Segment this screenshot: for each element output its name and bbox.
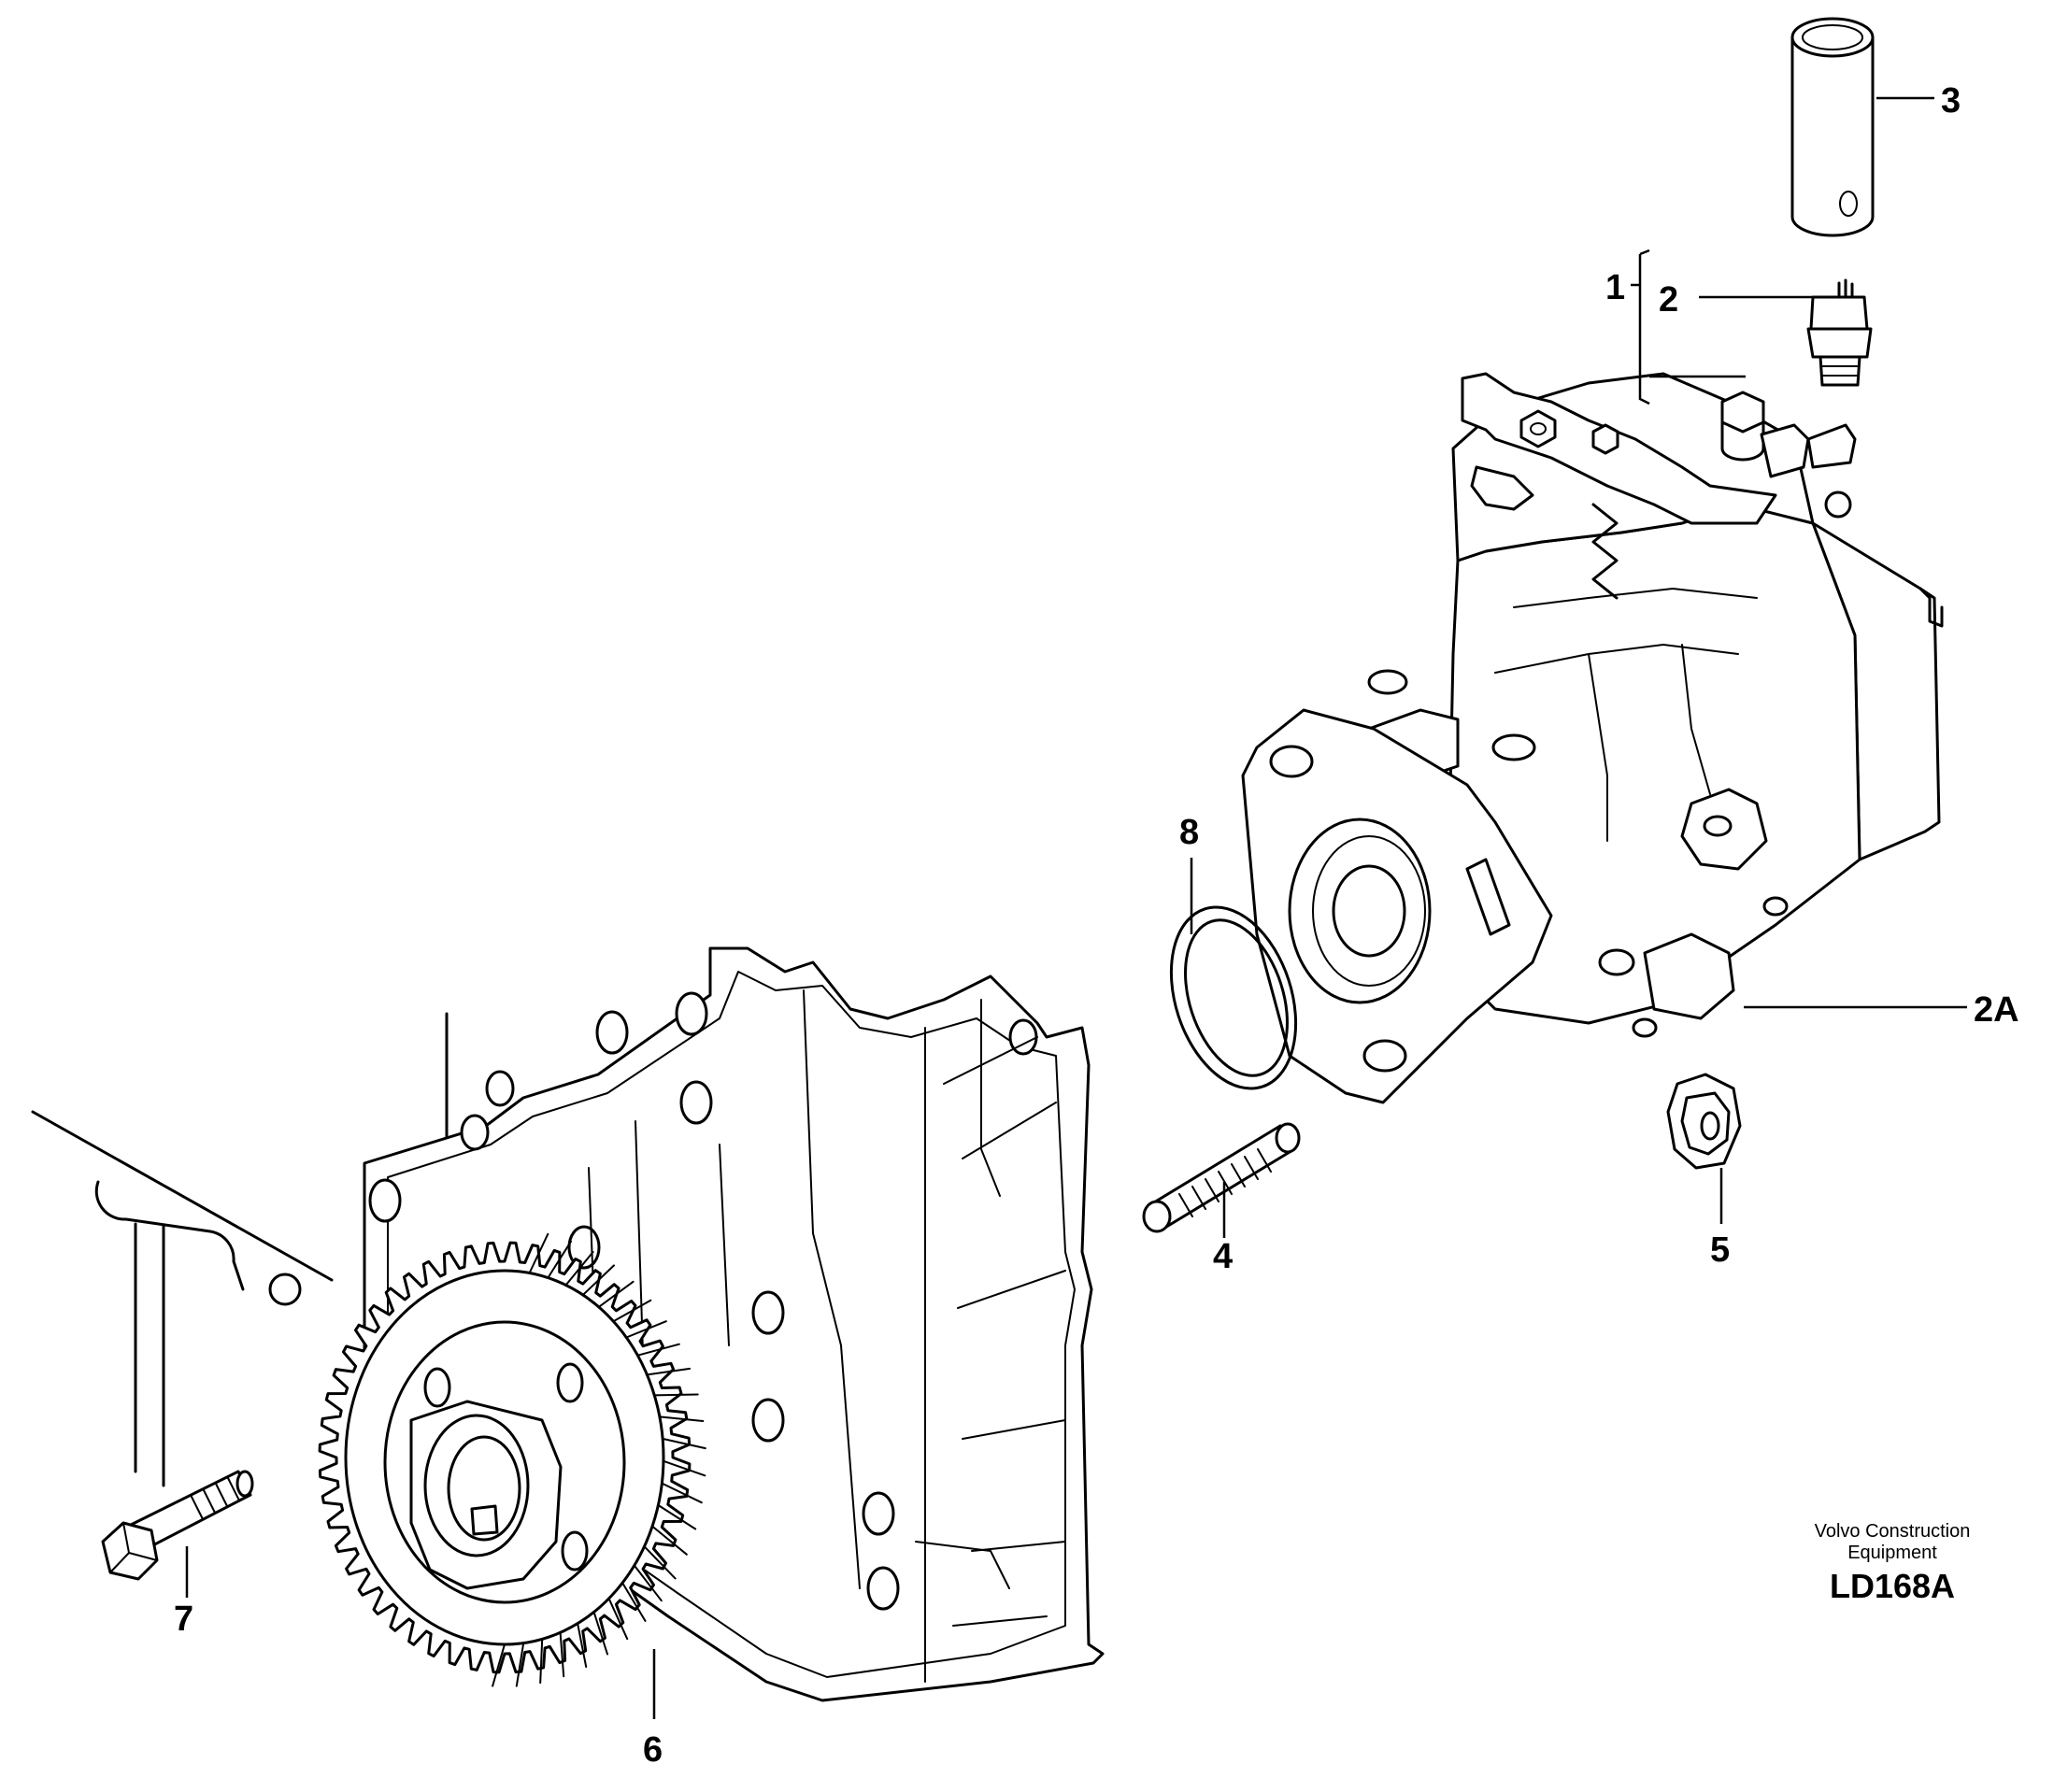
credit-line-1: Volvo Construction bbox=[1815, 1521, 1971, 1542]
part-2-solenoid bbox=[1806, 278, 1873, 387]
callout-2a: 2A bbox=[1974, 990, 2019, 1030]
part-3-sleeve bbox=[1790, 17, 1875, 237]
callout-1: 1 bbox=[1605, 268, 1625, 307]
part-5-flange-nut bbox=[1666, 1073, 1742, 1170]
callout-2: 2 bbox=[1659, 280, 1678, 320]
callout-5: 5 bbox=[1710, 1230, 1730, 1270]
callout-4: 4 bbox=[1213, 1237, 1233, 1276]
part-7-bolt bbox=[101, 1470, 254, 1581]
credit-line-2: Equipment bbox=[1847, 1543, 1937, 1563]
leader-lines bbox=[185, 96, 1967, 1719]
callout-3: 3 bbox=[1941, 81, 1961, 121]
callout-8: 8 bbox=[1179, 813, 1199, 852]
callout-7: 7 bbox=[174, 1600, 193, 1639]
part-6-timing-gear bbox=[318, 1232, 706, 1687]
callout-6: 6 bbox=[643, 1730, 663, 1770]
part-2a-injection-pump bbox=[1241, 372, 1944, 1104]
part-8-o-ring bbox=[1169, 905, 1298, 1090]
drawing-code: LD168A bbox=[1830, 1567, 1955, 1605]
part-4-stud bbox=[1142, 1122, 1301, 1233]
